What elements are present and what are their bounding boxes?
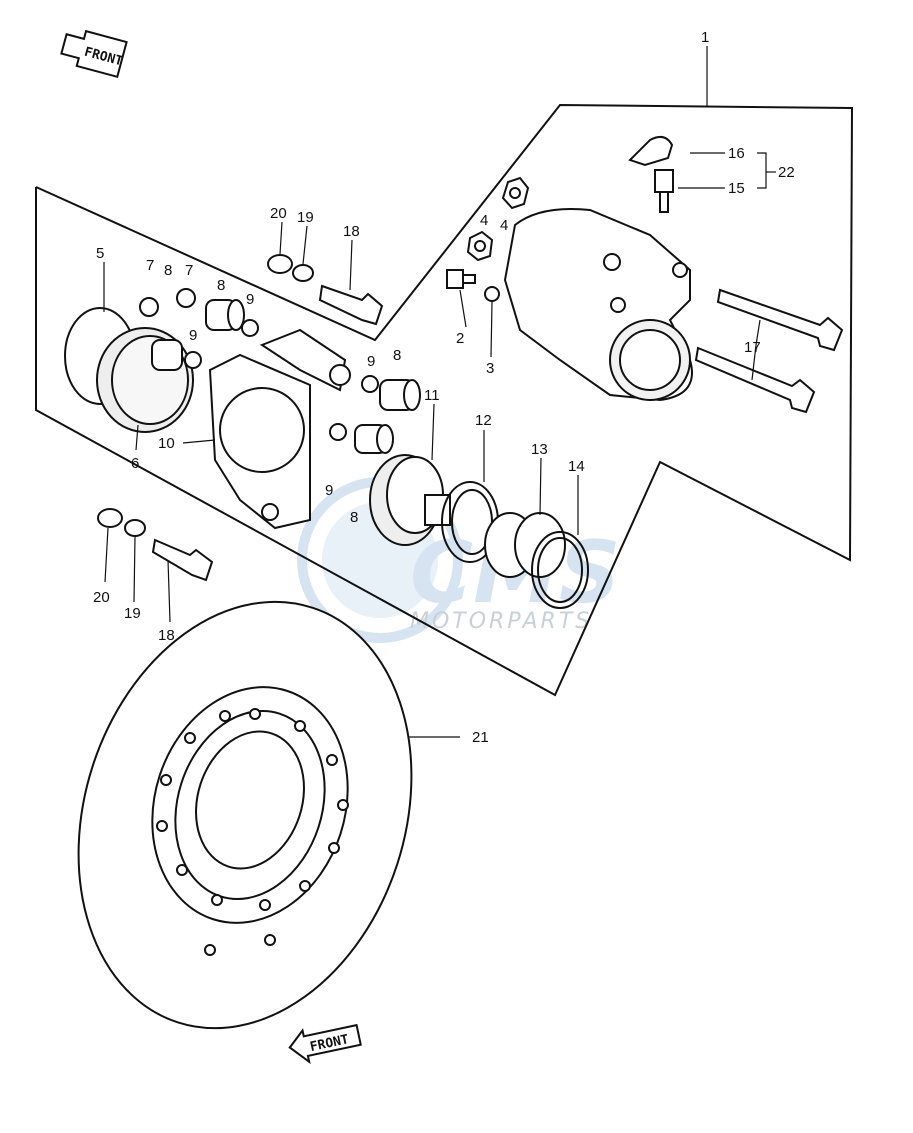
ring-9c	[361, 375, 379, 393]
bushing-8b	[151, 339, 183, 371]
front-arrow-top-label: FRONT	[83, 45, 125, 70]
ring-14	[531, 531, 589, 609]
callout-14: 14	[568, 458, 585, 475]
washer-19b	[124, 519, 146, 537]
disc-bolt-holes	[156, 708, 349, 956]
washer-20b	[97, 508, 123, 528]
ring-9b	[184, 351, 202, 369]
callout-13: 13	[531, 441, 548, 458]
front-arrow-top-icon	[60, 29, 128, 79]
callout-15: 15	[728, 180, 745, 197]
leader-lines	[103, 46, 776, 738]
bolt-17a	[716, 288, 844, 352]
callout-2: 2	[456, 330, 464, 347]
callout-10: 10	[158, 435, 175, 452]
washer-3	[484, 286, 500, 302]
callouts: 1 16 22 15 4 4 2 3 17 20 19 18 5 7 8 7 8…	[93, 29, 795, 746]
callout-8c: 8	[393, 347, 401, 364]
nut-4a	[501, 176, 530, 210]
bolt-17b	[694, 346, 816, 414]
brake-disc-21	[77, 600, 413, 1030]
callout-8b: 8	[217, 277, 225, 294]
callout-9a: 9	[246, 291, 254, 308]
callout-9b: 9	[189, 327, 197, 344]
bracket-10	[208, 353, 311, 530]
callout-9c: 9	[367, 353, 375, 370]
callout-8a: 8	[164, 262, 172, 279]
callout-21: 21	[472, 729, 489, 746]
callout-6: 6	[131, 455, 139, 472]
callout-4a: 4	[480, 212, 488, 229]
nut-4b	[466, 230, 494, 262]
callout-17: 17	[744, 339, 761, 356]
piston-11	[369, 454, 451, 546]
bushing-8a	[205, 299, 245, 331]
callout-20a: 20	[270, 205, 287, 222]
ring-9d	[329, 423, 347, 441]
caliper-left-half	[64, 307, 194, 433]
callout-11: 11	[424, 387, 440, 404]
washer-19a	[292, 264, 314, 282]
callout-9d: 9	[325, 482, 333, 499]
front-arrow-bottom-icon	[288, 1023, 362, 1065]
bolt-18b	[151, 538, 214, 582]
ring-7b	[176, 288, 196, 308]
callout-7a: 7	[146, 257, 154, 274]
front-arrow-bottom: FRONT	[288, 1023, 362, 1065]
bushing-8d	[354, 424, 394, 454]
bleed-valve	[628, 135, 674, 213]
callout-7b: 7	[185, 262, 193, 279]
bolt-18a	[318, 284, 384, 326]
bushing-8c	[379, 379, 421, 411]
caliper-body	[503, 208, 693, 402]
callout-8d: 8	[350, 509, 358, 526]
callout-3: 3	[486, 360, 494, 377]
callout-19b: 19	[124, 605, 141, 622]
ring-9a	[241, 319, 259, 337]
boot-13	[484, 512, 566, 578]
callout-5: 5	[96, 245, 104, 262]
callout-22: 22	[778, 164, 795, 181]
watermark-sub: MOTORPARTS	[410, 609, 592, 634]
bolt-2	[446, 269, 476, 289]
front-arrow-top: FRONT	[60, 29, 128, 79]
callout-4b: 4	[500, 217, 508, 234]
slide-pin	[259, 328, 351, 392]
assembly-outline	[35, 103, 854, 697]
ring-7a	[139, 297, 159, 317]
callout-20b: 20	[93, 589, 110, 606]
callout-18b: 18	[158, 627, 175, 644]
callout-19a: 19	[297, 209, 314, 226]
callout-12: 12	[475, 412, 492, 429]
callout-1: 1	[701, 29, 709, 46]
callout-18a: 18	[343, 223, 360, 240]
washer-20a	[267, 254, 293, 274]
callout-16: 16	[728, 145, 745, 162]
